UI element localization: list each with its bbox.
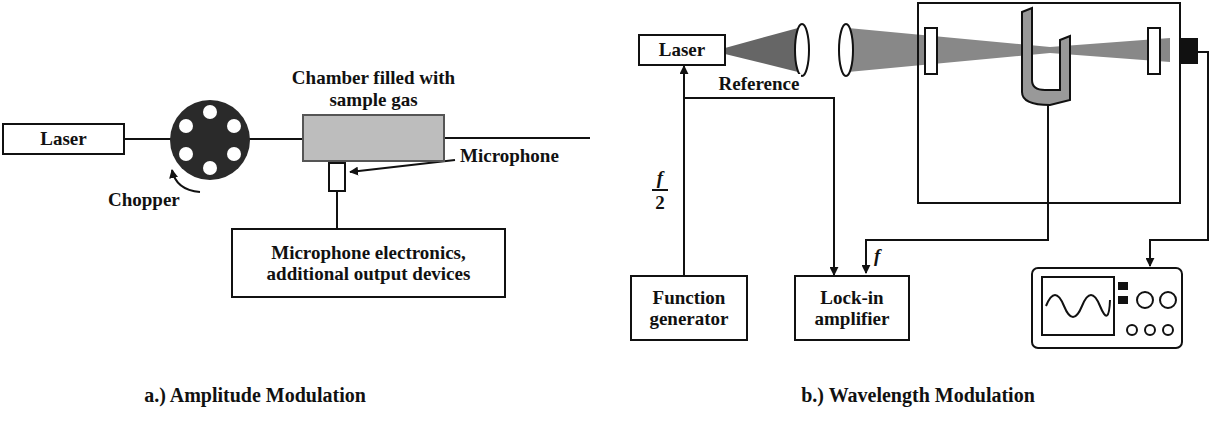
chopper-arrow [172,170,200,192]
signal-frequency: f [874,246,880,267]
node-heading: Chamber filled with sample gas [274,67,474,110]
function-generator-box: Function generator [630,275,748,341]
signal-frequency: f [657,168,663,189]
laser-beam [445,137,590,139]
gas-chamber: Chamber filled with sample gas [302,114,445,162]
chopper-wheel [170,100,250,180]
node-label: Laser [40,128,86,149]
edge-label: Reference [717,74,802,95]
caption: b.) Wavelength Modulation [801,384,1035,406]
part-label: Microphone [460,146,559,167]
microphone [329,163,345,191]
laser-beam [725,28,798,72]
laser-box: Laser [2,123,125,155]
node-label: Function generator [632,287,746,330]
laser-beam [848,28,1050,72]
detector [1180,38,1198,64]
signal-wire [866,105,1048,273]
node-label: Microphone electronics, additional outpu… [233,242,504,285]
node-label: Laser [659,39,705,60]
lens [795,24,809,76]
part-label: Chopper [108,190,180,211]
window [1148,28,1160,74]
connector [684,98,834,275]
signal-frequency: 2 [655,193,665,214]
laser-box: Laser [638,34,726,66]
tuning-fork [1022,8,1070,105]
caption: a.) Amplitude Modulation [144,384,366,406]
lock-in-box: Lock-in amplifier [794,275,910,341]
fraction-bar [652,189,668,191]
node-label: Lock-in amplifier [796,287,908,330]
window [925,28,937,74]
lens [839,24,853,76]
electronics-box: Microphone electronics, additional outpu… [231,228,506,298]
detector-wire [1150,52,1208,266]
oscilloscope [1032,268,1182,348]
